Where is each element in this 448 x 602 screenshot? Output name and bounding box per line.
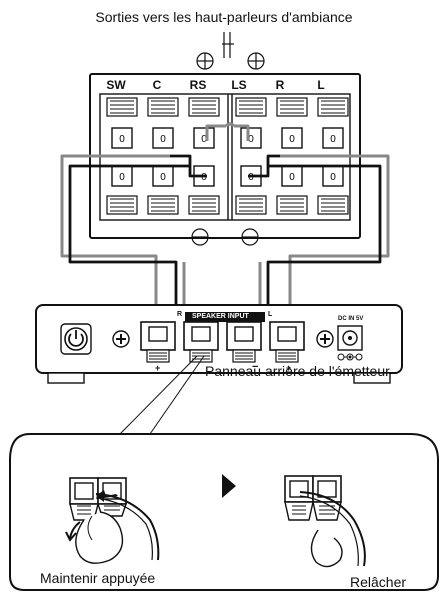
speaker-input-label: SPEAKER INPUT [192,313,249,320]
terminal-socket-label: 0 [160,134,166,145]
title-leader-line [222,32,234,58]
terminal-socket-label: 0 [160,172,166,183]
terminal-socket-label: 0 [289,172,295,183]
release-terminal-illustration [284,475,366,568]
polarity-plus-1: + [155,363,161,373]
press-label: Maintenir appuyée [40,570,156,586]
channel-label-ls: LS [231,78,247,92]
terminal-socket-label: 0 [201,172,207,183]
speaker-terminal-r[interactable]: 00 [276,97,308,215]
transmitter-l-mark: L [268,311,273,318]
release-label: Relâcher [350,574,407,590]
speaker-terminal-l[interactable]: 00 [317,97,349,215]
channel-label-c: C [152,78,162,92]
transmitter-back-panel [35,304,403,384]
channel-label-sw: SW [106,78,126,92]
speaker-terminal-c[interactable]: 00 [147,97,179,215]
terminal-socket-label: 0 [201,134,207,145]
press-terminal-illustration [65,477,160,564]
polarity-minus: − [252,361,259,373]
negative-symbol-bottom [191,228,259,246]
terminal-socket-label: 0 [330,172,336,183]
terminal-socket-label: 0 [289,134,295,145]
screw-right-icon [316,330,334,348]
transmitter-terminal-3[interactable] [226,321,262,363]
dc-in-jack[interactable] [337,325,363,351]
transmitter-terminal-1[interactable] [140,321,176,363]
terminal-socket-label: 0 [248,134,254,145]
terminal-socket-label: 0 [330,134,336,145]
speaker-wiring [60,122,390,320]
speaker-input-label-bg [185,312,265,322]
positive-symbol-top [196,52,265,70]
transmitter-terminal-4[interactable] [269,321,305,363]
channel-label-l: L [317,78,325,92]
terminal-socket-label: 0 [119,172,125,183]
terminal-socket-label: 0 [248,172,254,183]
transmitter-panel-label: Panneau arrière de l'émetteur [205,363,390,379]
transmitter-speaker-input-terminals[interactable] [140,321,305,363]
channel-label-r: R [275,78,285,92]
screw-left-icon [112,330,130,348]
power-button[interactable] [60,323,92,355]
dc-in-label: DC IN 5V [338,316,364,322]
callout-leader [119,355,205,435]
channel-label-rs: RS [189,78,207,92]
transmitter-r-mark: R [177,311,183,318]
terminal-socket-label: 0 [119,134,125,145]
speaker-terminal-sw[interactable]: 00 [106,97,138,215]
arrow-right-icon [222,474,236,498]
speaker-terminal-ls[interactable]: 00 [235,97,267,215]
polarity-plus-2: + [286,363,292,373]
diagram-title: Sorties vers les haut-parleurs d'ambianc… [95,9,353,25]
dc-polarity-icon [337,353,363,361]
